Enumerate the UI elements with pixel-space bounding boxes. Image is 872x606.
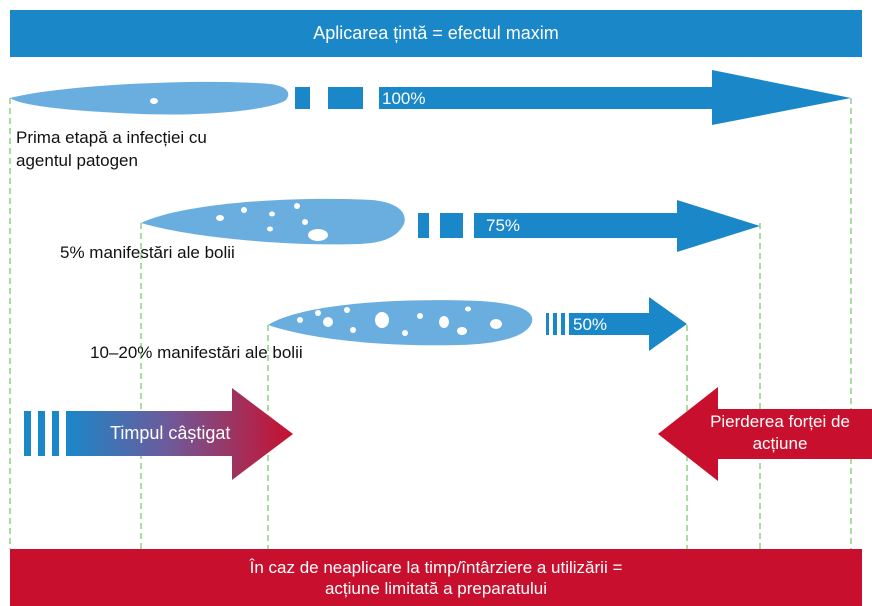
- arrow-segment: [418, 213, 429, 238]
- stage-label-1-line1: Prima etapă a infecției cu: [16, 128, 207, 147]
- arrow-segment: [440, 213, 463, 238]
- stage-75: [141, 198, 760, 252]
- stage-label-1: Prima etapă a infecției cu agentul patog…: [16, 126, 207, 172]
- arrow-segment: [546, 313, 549, 335]
- bottom-banner-line1: În caz de neaplicare la timp/întârziere …: [249, 557, 623, 577]
- top-banner: Aplicarea țintă = efectul maxim: [10, 10, 862, 57]
- disease-spots: [216, 203, 328, 241]
- loss-label: Pierderea forței de acțiune: [688, 411, 872, 455]
- arrow-segment: [553, 313, 557, 335]
- bottom-banner: În caz de neaplicare la timp/întârziere …: [10, 549, 862, 606]
- arrow-segment: [38, 411, 45, 456]
- arrow-segment: [328, 87, 363, 109]
- time-gained-arrow-body: [66, 388, 293, 480]
- loss-arrow: [658, 387, 872, 481]
- arrow-100: [379, 70, 851, 125]
- loss-label-line1: Pierderea forței de: [710, 412, 850, 431]
- stage-label-3: 10–20% manifestări ale bolii: [90, 343, 303, 362]
- infection-spot: [150, 98, 158, 104]
- arrow-segment: [52, 411, 59, 456]
- percent-label-75: 75%: [486, 216, 521, 235]
- leaf-50: [268, 300, 533, 346]
- arrow-segment: [561, 313, 565, 335]
- loss-label-line2: acțiune: [752, 434, 808, 453]
- disease-spots: [297, 306, 502, 336]
- arrow-50: [569, 297, 687, 351]
- stage-100: [10, 70, 851, 125]
- percent-label-100: 100%: [382, 89, 426, 108]
- stage-label-2: 5% manifestări ale bolii: [60, 243, 235, 262]
- arrow-segment: [295, 87, 310, 109]
- stage-label-1-line2: agentul patogen: [16, 151, 138, 170]
- bottom-banner-line2: acțiune limitată a preparatului: [324, 578, 548, 598]
- leaf-75: [141, 198, 405, 245]
- top-banner-text: Aplicarea țintă = efectul maxim: [313, 23, 559, 43]
- percent-label-50: 50%: [573, 315, 608, 334]
- time-gained-arrow: [24, 388, 293, 480]
- time-gained-label: Timpul câștigat: [110, 423, 231, 443]
- arrow-segment: [24, 411, 31, 456]
- arrow-75: [474, 200, 760, 252]
- leaf-100: [10, 81, 289, 115]
- stage-50: [268, 297, 687, 351]
